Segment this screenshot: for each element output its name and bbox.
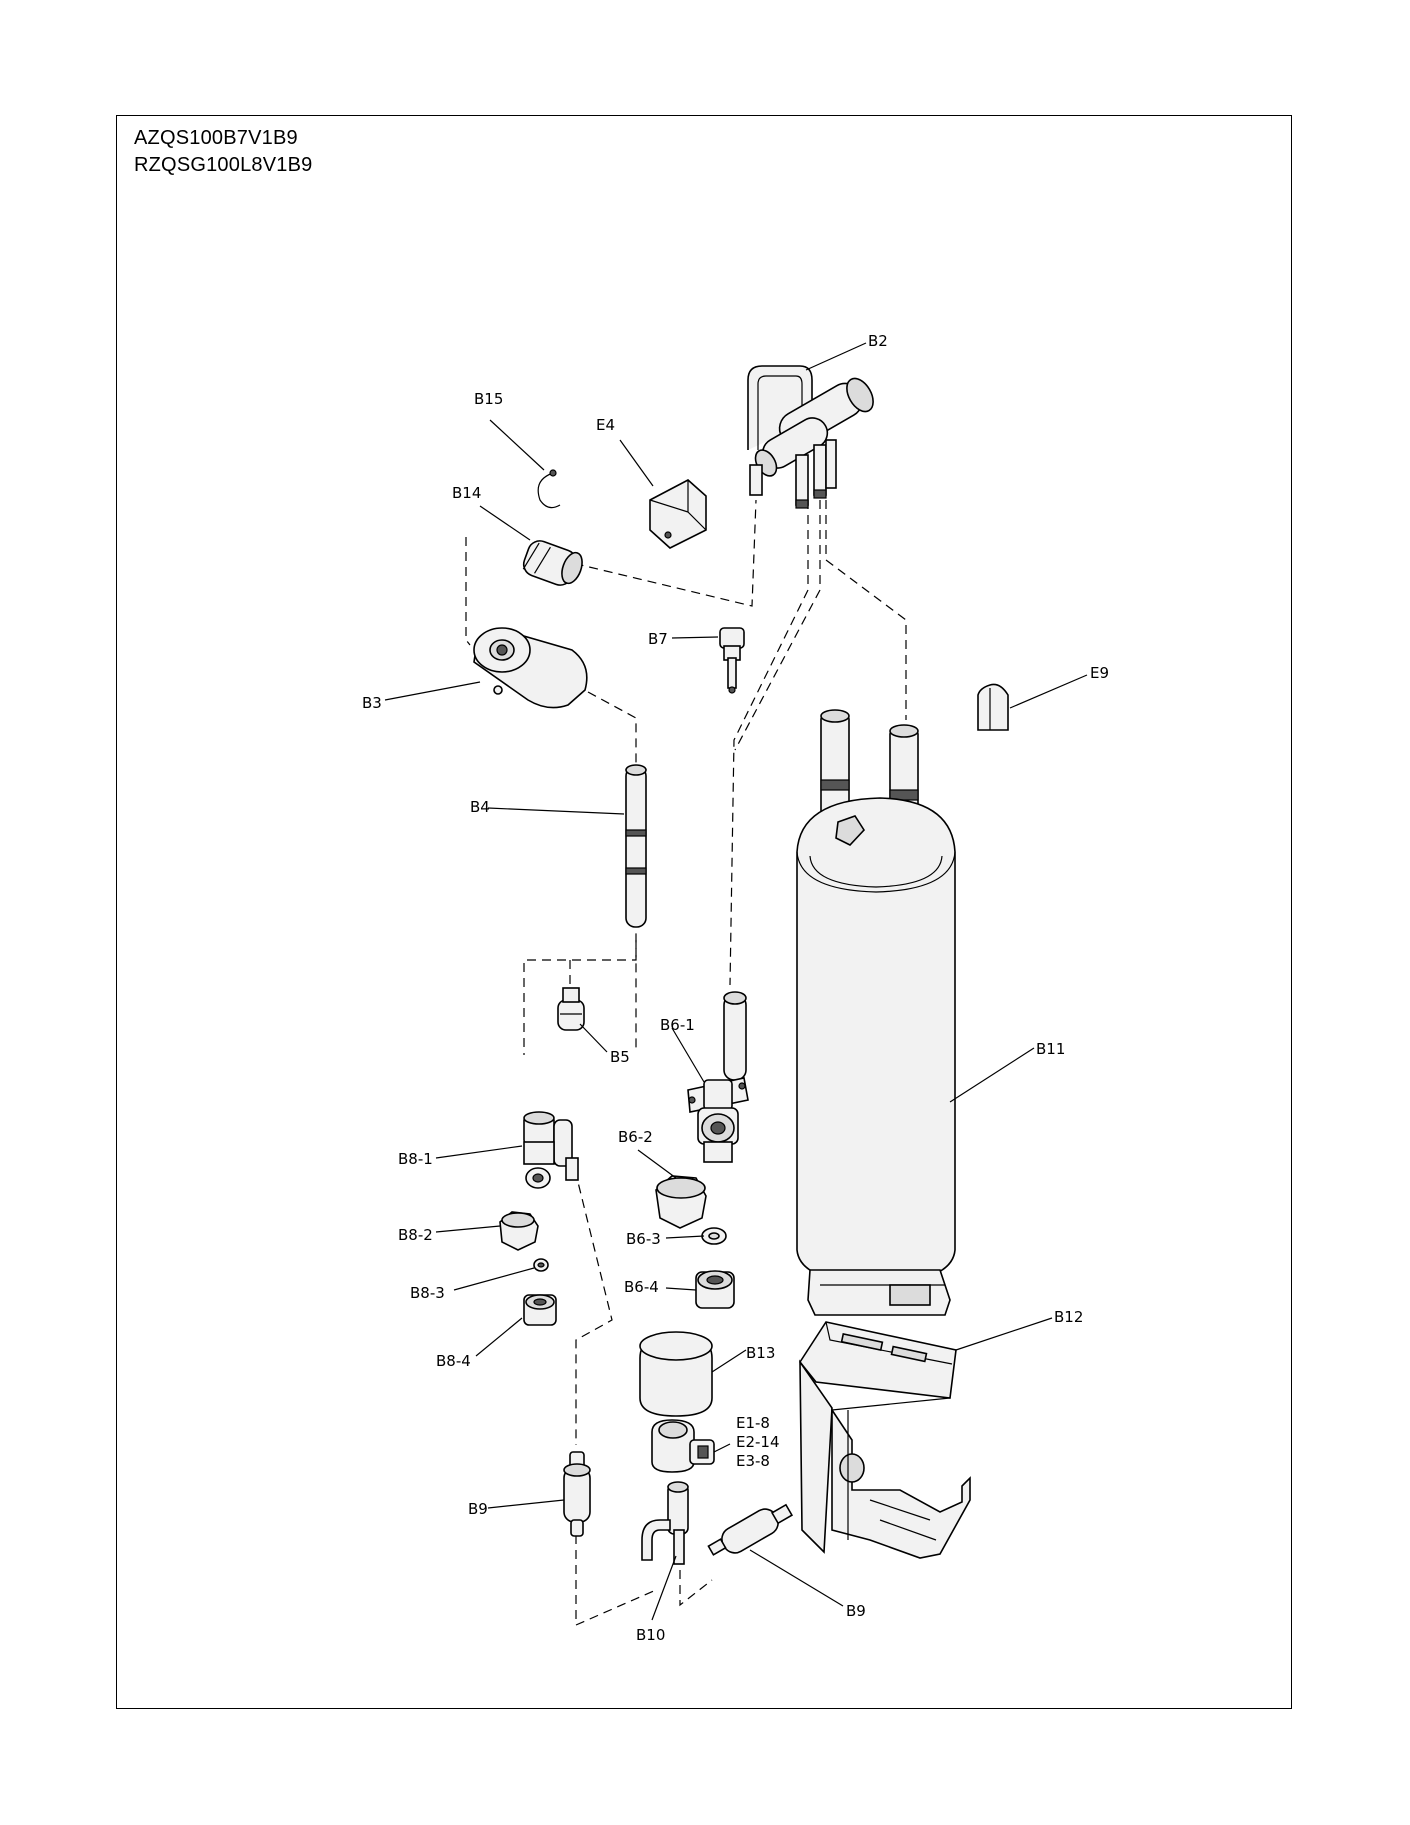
label-b8-2: B8-2 [398,1226,433,1244]
part-labels: B2 B15 E4 B14 B7 E9 B3 B4 B5 B6-1 B11 B8… [362,332,1109,1644]
part-b2-four-way-valve [747,365,874,509]
part-b14-bushing [522,540,583,586]
part-b8-2-cap [499,1211,539,1251]
label-b11: B11 [1036,1040,1065,1058]
part-b12-mounting-bracket [799,1321,971,1559]
part-e4-coil [649,479,707,549]
label-b6-3: B6-3 [626,1230,661,1248]
label-b13: B13 [746,1344,775,1362]
part-b6-3-seal [701,1227,727,1245]
drawing-frame [116,115,1292,1709]
label-b2: B2 [868,332,888,350]
label-b12: B12 [1054,1308,1083,1326]
leader-lines [384,342,1088,1621]
label-e4: E4 [596,416,615,434]
part-b6-1-stop-valve [687,991,749,1163]
model-number-2: RZQSG100L8V1B9 [134,154,313,176]
label-b8-4: B8-4 [436,1352,471,1370]
part-e1-8-expansion-valve-coil [651,1419,715,1473]
part-b8-3-seal [533,1258,549,1272]
label-b3: B3 [362,694,382,712]
part-b4-pipe [625,764,647,928]
label-e3-8: E3-8 [736,1452,770,1470]
part-b8-1-stop-valve [523,1111,579,1189]
label-e1-8: E1-8 [736,1414,770,1432]
part-b15-clip [537,469,561,509]
label-b15: B15 [474,390,503,408]
label-b4: B4 [470,798,490,816]
label-b8-3: B8-3 [410,1284,445,1302]
part-b10-expansion-valve [641,1481,689,1565]
label-b6-4: B6-4 [624,1278,659,1296]
part-b6-4-flare-nut [695,1270,735,1309]
label-b7: B7 [648,630,668,648]
part-b6-2-cap [655,1175,707,1229]
label-b6-2: B6-2 [618,1128,653,1146]
label-b9-right: B9 [846,1602,866,1620]
part-b5-strainer [557,987,585,1031]
part-b3-muffler [473,627,588,709]
label-b5: B5 [610,1048,630,1066]
label-e9: E9 [1090,664,1109,682]
model-number-1: AZQS100B7V1B9 [134,127,298,149]
part-b13-coil-cover [639,1331,713,1417]
label-b9-left: B9 [468,1500,488,1518]
part-b9-filter-left [563,1451,591,1537]
part-b9-filter-right [707,1503,794,1556]
part-e9-clamp [977,683,1009,731]
part-b11-accumulator [796,709,956,1316]
label-b10: B10 [636,1626,665,1644]
label-b14: B14 [452,484,481,502]
label-b8-1: B8-1 [398,1150,433,1168]
label-b6-1: B6-1 [660,1016,695,1034]
part-b7-service-port [719,627,745,694]
label-e2-14: E2-14 [736,1433,780,1451]
part-b8-4-flare-nut [523,1294,557,1326]
